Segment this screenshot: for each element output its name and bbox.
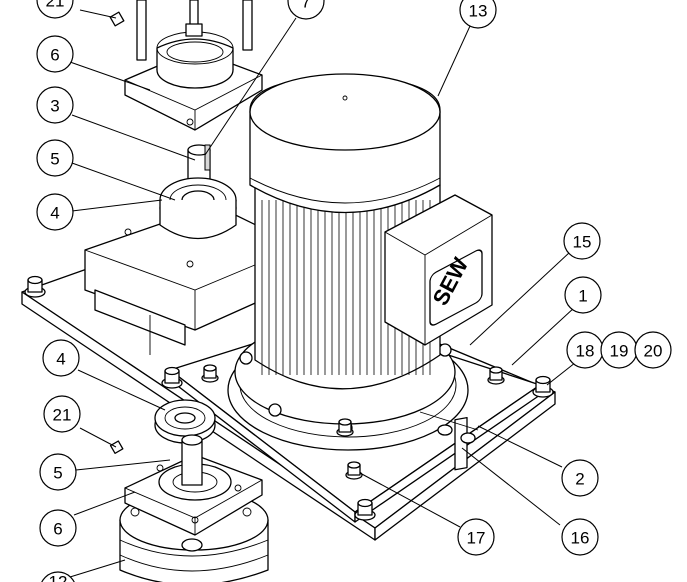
callout-4-top: 4 xyxy=(36,193,74,231)
svg-text:13: 13 xyxy=(469,2,488,21)
svg-text:6: 6 xyxy=(50,46,59,65)
bolt-base-right xyxy=(532,375,554,398)
bolt-flange-4 xyxy=(336,418,354,437)
upper-bearing xyxy=(159,177,237,240)
svg-text:21: 21 xyxy=(46,0,65,11)
callout-6-top: 6 xyxy=(36,35,74,73)
svg-text:20: 20 xyxy=(644,342,663,361)
callout-5-bottom: 5 xyxy=(39,453,77,491)
stud-rods xyxy=(136,0,253,61)
callout-3: 3 xyxy=(36,86,74,124)
svg-text:5: 5 xyxy=(50,150,59,169)
callout-2: 2 xyxy=(561,459,599,497)
svg-text:2: 2 xyxy=(575,470,584,489)
set-screw-bottom xyxy=(109,440,124,454)
bolt-plate-front xyxy=(354,498,376,521)
svg-text:19: 19 xyxy=(610,342,629,361)
callout-19: 19 xyxy=(600,331,638,369)
lower-shaft xyxy=(181,434,203,552)
tensioner-bracket xyxy=(419,411,479,471)
svg-text:4: 4 xyxy=(50,204,59,223)
terminal-box: SEW xyxy=(384,194,493,346)
bolt-flange-2 xyxy=(487,366,505,385)
set-screw-top xyxy=(109,11,125,27)
callout-5-top: 5 xyxy=(36,139,74,177)
svg-text:16: 16 xyxy=(571,529,590,548)
svg-text:6: 6 xyxy=(53,520,62,539)
bolt-flange-3 xyxy=(345,461,363,480)
upper-bearing-flange xyxy=(124,31,263,131)
callout-17: 17 xyxy=(457,518,495,556)
svg-text:21: 21 xyxy=(53,406,72,425)
svg-text:1: 1 xyxy=(578,287,587,306)
callout-4-bottom: 4 xyxy=(42,339,80,377)
callout-1: 1 xyxy=(564,276,602,314)
svg-text:12: 12 xyxy=(49,573,68,582)
callout-12: 12 xyxy=(41,571,75,582)
bolt-plate-left xyxy=(161,366,183,389)
callout-16: 16 xyxy=(561,518,599,556)
callout-21-top: 21 xyxy=(36,0,74,19)
callout-7: 7 xyxy=(287,0,325,20)
callouts: 21 7 13 6 3 5 4 15 1 18 19 20 4 21 5 6 2… xyxy=(36,0,672,582)
callout-6-bottom: 6 xyxy=(39,509,77,547)
callout-20: 20 xyxy=(634,331,672,369)
svg-text:5: 5 xyxy=(53,464,62,483)
svg-text:7: 7 xyxy=(301,0,310,12)
callout-13: 13 xyxy=(459,0,497,29)
svg-text:4: 4 xyxy=(56,350,65,369)
svg-text:17: 17 xyxy=(467,529,486,548)
bolt-flange-1 xyxy=(201,364,219,383)
svg-text:18: 18 xyxy=(576,342,595,361)
lower-bearing xyxy=(154,399,216,444)
callout-18: 18 xyxy=(566,331,604,369)
leader-lines xyxy=(69,9,586,578)
callout-21-bottom: 21 xyxy=(43,395,81,433)
svg-text:3: 3 xyxy=(50,97,59,116)
svg-text:15: 15 xyxy=(573,233,592,252)
callout-15: 15 xyxy=(563,222,601,260)
bolts xyxy=(24,275,554,521)
motor-body xyxy=(249,73,441,390)
bolt-base-left xyxy=(24,275,46,298)
